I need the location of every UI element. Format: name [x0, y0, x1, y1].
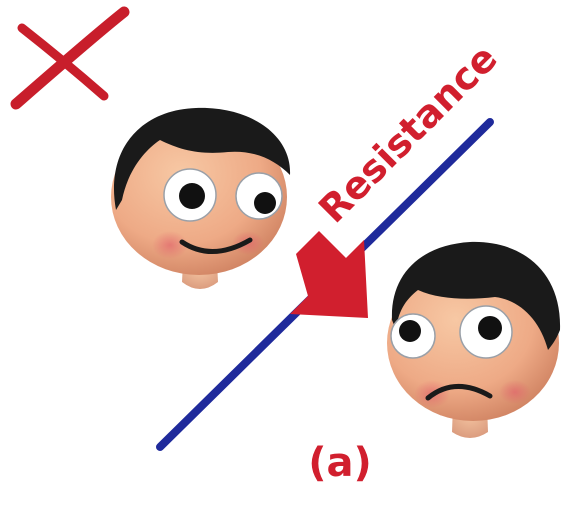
figure-caption: (a)	[308, 440, 372, 486]
down-right-arrow-icon	[290, 231, 368, 318]
happy-face-icon	[111, 107, 291, 289]
cross-mark-icon	[10, 6, 130, 110]
sad-face-icon	[387, 241, 561, 438]
